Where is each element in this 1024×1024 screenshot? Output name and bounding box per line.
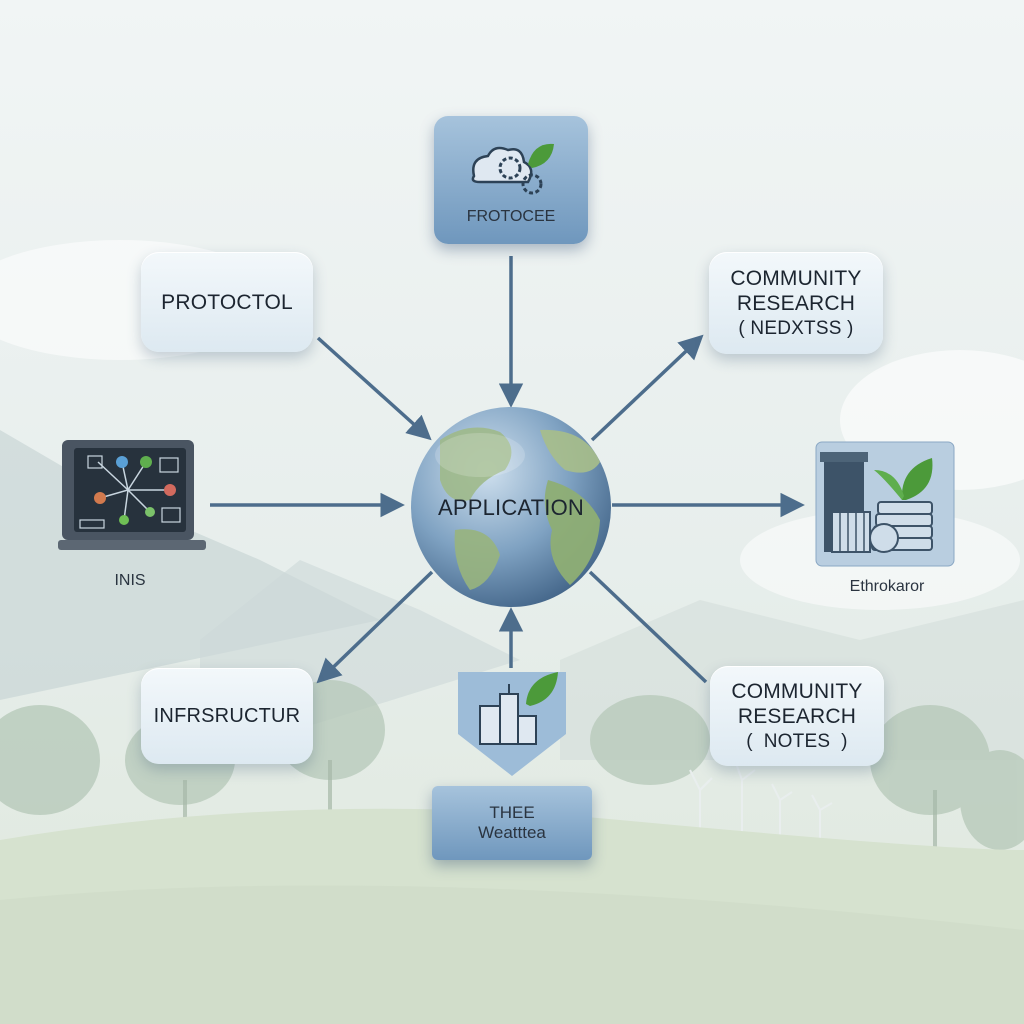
center-label: APPLICATION xyxy=(437,494,585,520)
laptop-network-icon xyxy=(58,440,206,550)
arrow-center-to-community-top xyxy=(590,334,704,442)
node-community-research-top[interactable]: COMMUNITY RESEARCH ( NEDXTSS ) xyxy=(709,252,883,354)
node-community-top-line3: ( NEDXTSS ) xyxy=(738,317,854,339)
node-community-bottom-line3-text: NOTES xyxy=(763,730,831,752)
connector-arrows xyxy=(210,256,805,684)
node-infrastructure[interactable]: INFRSRUCTUR xyxy=(141,668,313,764)
node-community-bottom-line2: RESEARCH xyxy=(737,704,857,728)
node-protocol-label: PROTOCTOL xyxy=(161,290,293,314)
node-inis[interactable]: INIS xyxy=(90,568,170,594)
node-community-top-line2: RESEARCH xyxy=(736,291,856,315)
node-top[interactable]: FROTOCEE xyxy=(434,116,588,244)
node-community-research-bottom[interactable]: COMMUNITY RESEARCH ( NOTES ) xyxy=(710,666,884,766)
node-bottom[interactable]: THEE Weatttea xyxy=(432,786,592,860)
node-inis-label: INIS xyxy=(114,572,146,589)
node-bottom-line2: Weatttea xyxy=(478,823,546,842)
node-right-label: Ethrokaror xyxy=(849,578,925,595)
node-protocol[interactable]: PROTOCTOL xyxy=(141,252,313,352)
buildings-coins-leaf-icon xyxy=(815,441,955,567)
arrow-center-to-infrastructure xyxy=(316,570,434,684)
center-node-application[interactable]: APPLICATION xyxy=(411,407,611,607)
node-community-top-line3-text: NEDXTSS xyxy=(750,317,842,339)
globe-icon xyxy=(411,407,611,607)
node-community-bottom-line3: ( NOTES ) xyxy=(746,730,848,752)
node-community-bottom-line1: COMMUNITY xyxy=(731,679,863,703)
city-leaf-arrow-icon xyxy=(458,672,566,776)
node-infrastructure-label: INFRSRUCTUR xyxy=(153,704,301,727)
node-bottom-line1: THEE xyxy=(489,803,535,822)
node-right[interactable]: Ethrokaror xyxy=(820,574,954,600)
arrow-protocol-to-center xyxy=(316,336,432,441)
node-top-label: FROTOCEE xyxy=(466,208,556,225)
arrow-center-to-community-bottom xyxy=(588,570,708,684)
node-community-top-line1: COMMUNITY xyxy=(730,266,862,290)
node-top-icon-layer xyxy=(471,143,554,195)
